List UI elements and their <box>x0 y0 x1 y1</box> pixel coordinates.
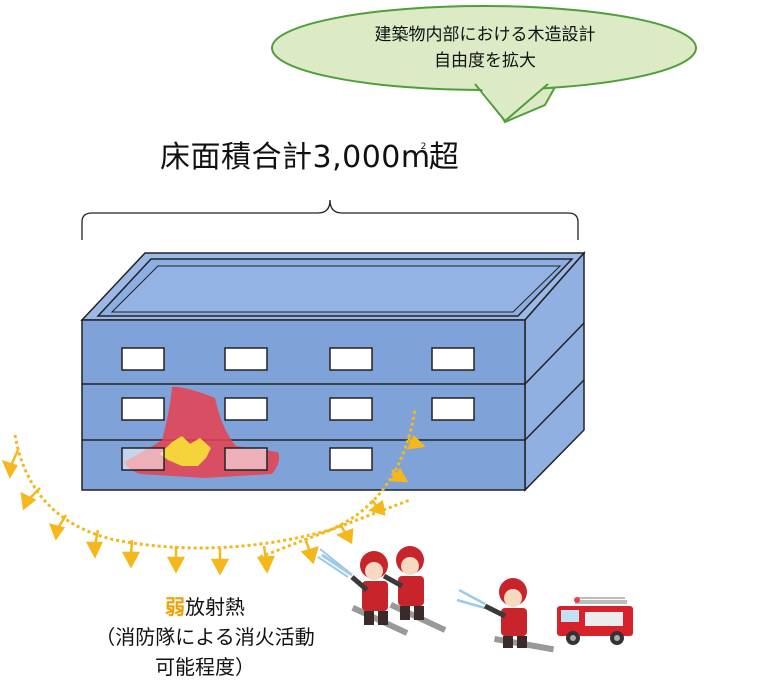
fire-truck-icon <box>557 597 633 645</box>
callout-bubble <box>271 5 697 124</box>
callout-line-2: 自由度を拡大 <box>434 51 536 71</box>
callout-line-1: 建築物内部における木造設計 <box>374 25 596 45</box>
floor-area-superscript: 2 <box>420 142 427 152</box>
radiant-heat-label: 弱放射熱 （消防隊による消火活動 可能程度） <box>90 592 320 682</box>
firefighter-icon <box>317 548 409 636</box>
radiant-heat-arrows <box>1 409 426 576</box>
heat-line-3: 可能程度） <box>155 655 255 679</box>
width-brace <box>81 199 579 240</box>
firefighter-icon <box>382 546 447 633</box>
floor-area-suffix: 超 <box>428 140 460 175</box>
callout-text: 建築物内部における木造設計 自由度を拡大 <box>345 22 625 74</box>
floor-area-label: 床面積合計3,000m2超 <box>160 132 459 176</box>
windows <box>121 347 475 471</box>
weak-label: 弱 <box>165 595 185 619</box>
firefighter-icon <box>456 578 555 653</box>
heat-line-2: （消防隊による消火活動 <box>95 625 315 649</box>
heat-line-1: 放射熱 <box>185 595 245 619</box>
floor-area-prefix: 床面積合計3,000m <box>160 140 431 175</box>
